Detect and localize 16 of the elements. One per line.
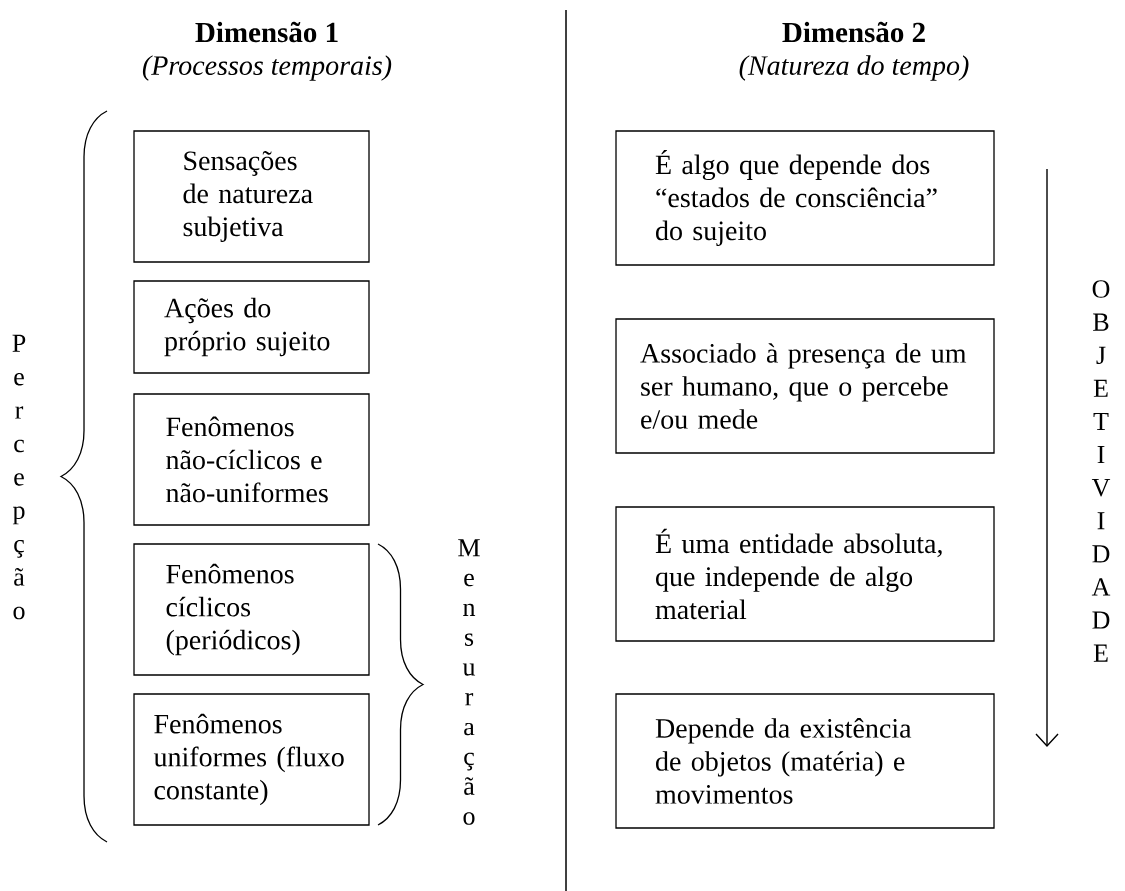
column-subtitle: (Processos temporais) bbox=[142, 55, 392, 81]
text-box: Fenômenos cíclicos (periódicos) bbox=[133, 543, 370, 676]
text-box: Sensações de natureza subjetiva bbox=[133, 130, 370, 263]
text-box: É algo que depende dos “estados de consciência” do sujeito bbox=[615, 130, 995, 266]
text-box: Ações do próprio sujeito bbox=[133, 280, 370, 374]
text-box: É uma entidade absoluta, que independe de algo material bbox=[615, 506, 995, 642]
vertical-label: Mensuração bbox=[458, 539, 480, 825]
vertical-label: Percepção bbox=[12, 334, 26, 620]
column-heading: Dimensão 2 bbox=[782, 21, 925, 43]
column-heading: Dimensão 1 bbox=[195, 21, 338, 43]
column-subtitle: (Natureza do tempo) bbox=[739, 55, 969, 81]
text-box: Fenômenos não-cíclicos e não-uniformes bbox=[133, 393, 370, 526]
text-box: Fenômenos uniformes (fluxo constante) bbox=[133, 693, 370, 826]
text-box: Associado à presença de um ser humano, que o percebe e/ou mede bbox=[615, 318, 995, 454]
vertical-label: OBJETIVIDADE bbox=[1091, 280, 1111, 662]
text-box: Depende da existência de objetos (matéria) e movimentos bbox=[615, 693, 995, 829]
